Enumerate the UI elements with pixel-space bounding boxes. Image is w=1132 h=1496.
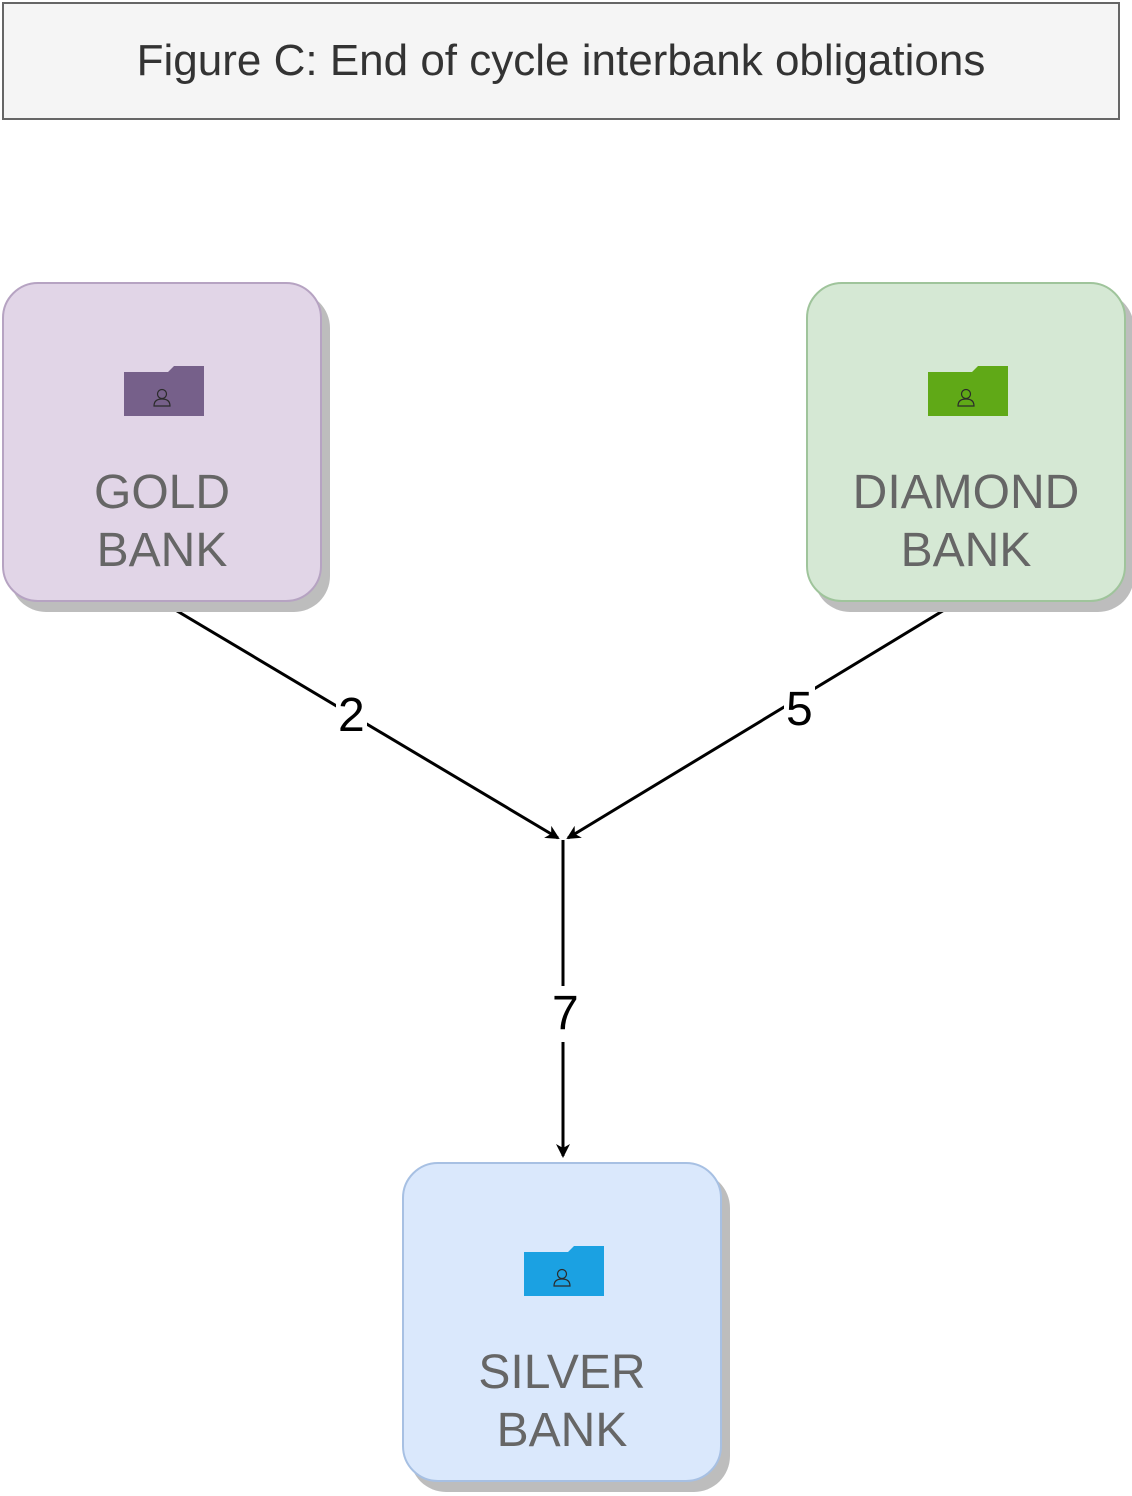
diamond-bank-label-line1: DIAMOND [852,466,1080,519]
folder-user-icon [928,366,1008,416]
silver-bank-label: SILVER BANK [404,1344,720,1460]
edge-label-gold: 2 [336,688,367,744]
diamond-bank-label-line2: BANK [900,524,1032,577]
diamond-bank-label: DIAMOND BANK [808,464,1124,580]
figure-title-box: Figure C: End of cycle interbank obligat… [2,2,1120,120]
gold-bank-label-line1: GOLD [93,466,231,519]
silver-bank-label-line2: BANK [496,1404,628,1457]
folder-user-icon [124,366,204,416]
gold-bank-node[interactable]: GOLD BANK [2,282,322,602]
silver-bank-label-line1: SILVER [478,1346,646,1399]
edge-diamond-to-junction [566,596,965,840]
edge-label-silver: 7 [550,986,581,1042]
edge-label-diamond: 5 [784,682,815,738]
diamond-bank-node[interactable]: DIAMOND BANK [806,282,1126,602]
gold-bank-label-line2: BANK [96,524,228,577]
silver-bank-node[interactable]: SILVER BANK [402,1162,722,1482]
gold-bank-label: GOLD BANK [4,464,320,580]
folder-user-icon [524,1246,604,1296]
figure-title: Figure C: End of cycle interbank obligat… [136,36,986,85]
